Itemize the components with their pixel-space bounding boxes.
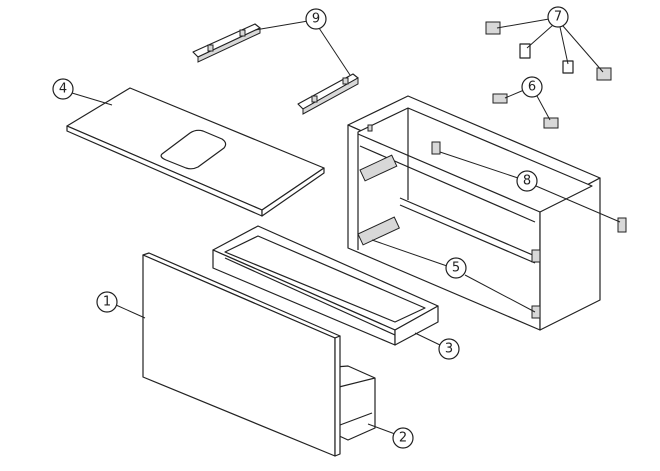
leader-lines	[71, 18, 621, 435]
callout-4: 4	[52, 78, 74, 100]
callout-9: 9	[305, 8, 327, 30]
svg-text:8: 8	[523, 174, 531, 189]
svg-text:9: 9	[312, 12, 320, 27]
svg-text:3: 3	[445, 342, 453, 357]
svg-text:1: 1	[103, 295, 111, 310]
callout-3: 3	[438, 338, 460, 360]
callout-8: 8	[516, 170, 538, 192]
svg-text:7: 7	[554, 10, 562, 25]
callout-5: 5	[445, 257, 467, 279]
callout-7: 7	[547, 6, 569, 28]
hinge-clips	[492, 93, 559, 129]
callout-2: 2	[392, 427, 414, 449]
wall-brackets	[485, 21, 612, 81]
callout-1: 1	[96, 291, 118, 313]
support-rail-lower	[297, 73, 359, 115]
sink-cutout	[160, 129, 227, 170]
front-panel	[142, 252, 341, 457]
svg-text:4: 4	[59, 82, 67, 97]
svg-text:6: 6	[528, 80, 536, 95]
svg-text:5: 5	[452, 261, 460, 276]
callout-6: 6	[521, 76, 543, 98]
upper-drawer	[212, 225, 439, 346]
svg-text:2: 2	[399, 431, 407, 446]
countertop	[66, 87, 325, 217]
support-rail-upper	[192, 23, 261, 63]
lower-drawer	[334, 365, 376, 441]
